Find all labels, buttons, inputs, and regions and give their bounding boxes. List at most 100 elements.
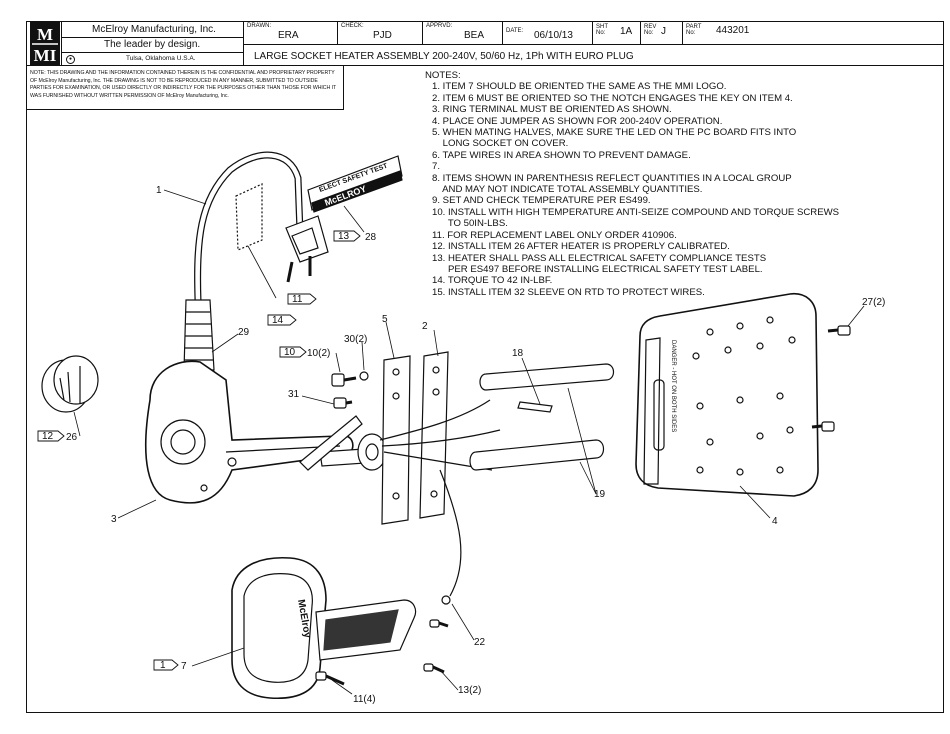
callout-10: 10(2) xyxy=(307,348,330,359)
callout-26: 26 xyxy=(66,432,78,443)
ring-terminal xyxy=(441,595,451,605)
part-cell xyxy=(683,21,944,45)
callout-27: 27(2) xyxy=(862,297,885,308)
rev-cell xyxy=(641,21,683,45)
sht-cell xyxy=(593,21,641,45)
notice-cell xyxy=(26,66,344,110)
drawn-label: DRAWN: xyxy=(247,23,272,29)
tape-area xyxy=(235,183,263,251)
bracket-2 xyxy=(419,351,449,519)
divider xyxy=(62,37,244,38)
company-name: McElroy Manufacturing, Inc. xyxy=(92,24,216,35)
strain-relief xyxy=(183,299,215,371)
note-line: 14. TORQUE TO 42 IN-LBF. xyxy=(432,275,553,287)
apprvd-label: APPRVD: xyxy=(426,23,453,29)
note-line: PER ES497 BEFORE INSTALLING ELECTRICAL S… xyxy=(432,263,763,275)
flag-10: 10 xyxy=(284,347,296,358)
note-line: 15. INSTALL ITEM 32 SLEEVE ON RTD TO PRO… xyxy=(432,286,705,298)
apprvd-cell xyxy=(423,21,503,45)
euro-plug xyxy=(285,215,329,283)
note-line: TO 50IN-LBS. xyxy=(432,218,508,230)
date-value: 06/10/13 xyxy=(534,30,573,41)
note-line: 13. HEATER SHALL PASS ALL ELECTRICAL SAF… xyxy=(432,252,767,264)
note-line: 10. INSTALL WITH HIGH TEMPERATURE ANTI-S… xyxy=(432,206,840,218)
confidentiality-notice: NOTE: THIS DRAWING AND THE INFORMATION C… xyxy=(30,70,336,99)
drawing-border xyxy=(26,21,944,713)
plate-text: DANGER - HOT ON BOTH SIDES xyxy=(670,340,676,432)
heater-rods xyxy=(469,363,615,471)
note-line: 7. xyxy=(432,161,441,173)
callout-7: 7 xyxy=(181,661,187,672)
part-value: 443201 xyxy=(716,25,750,36)
company-location: Tulsa, Oklahoma U.S.A. xyxy=(126,55,196,62)
note-line: 4. PLACE ONE JUMPER AS SHOWN FOR 200-240… xyxy=(432,115,723,127)
note-line: 8. ITEMS SHOWN IN PARENTHESIS REFLECT QU… xyxy=(432,172,792,184)
title-cell xyxy=(244,45,944,66)
callout-31: 31 xyxy=(288,389,300,400)
note-line: 6. TAPE WIRES IN AREA SHOWN TO PREVENT D… xyxy=(432,149,691,161)
note-line: LONG SOCKET ON COVER. xyxy=(432,138,569,150)
sht-label: SHT No: xyxy=(596,24,608,36)
sht-value: 1A xyxy=(620,26,633,37)
callout-5: 5 xyxy=(382,314,388,325)
bracket-5 xyxy=(381,355,411,525)
flag-13: 13 xyxy=(338,231,350,242)
screw-13 xyxy=(423,619,449,674)
callout-1: 1 xyxy=(156,185,162,196)
callout-22: 22 xyxy=(474,637,486,648)
flag-11: 11 xyxy=(292,294,303,305)
screw-11 xyxy=(315,671,345,686)
callout-30: 30(2) xyxy=(344,334,367,345)
check-cell xyxy=(338,21,423,45)
power-cord xyxy=(194,151,304,301)
notes-heading: NOTES: xyxy=(425,70,461,81)
heater-plate: DANGER - HOT ON BOTH SIDES xyxy=(635,292,819,497)
drawn-value: ERA xyxy=(278,30,299,41)
callout-19: 19 xyxy=(594,489,606,500)
company-tagline: The leader by design. xyxy=(104,39,201,50)
note-line: 2. ITEM 6 MUST BE ORIENTED SO THE NOTCH … xyxy=(432,92,793,104)
note-flags xyxy=(37,230,361,671)
screw-27 xyxy=(811,325,851,432)
handle-cover: McElroy xyxy=(231,556,417,700)
note-line: 9. SET AND CHECK TEMPERATURE PER ES499. xyxy=(432,195,651,207)
divider xyxy=(62,52,244,53)
part-label: PART No: xyxy=(686,24,702,36)
svg-text:MI: MI xyxy=(34,46,57,65)
rev-value: J xyxy=(661,26,666,37)
flag-12: 12 xyxy=(42,431,54,442)
date-label: DATE: xyxy=(506,28,524,34)
flag-14: 14 xyxy=(272,315,284,326)
date-cell xyxy=(503,21,593,45)
callout-13: 13(2) xyxy=(458,685,481,696)
drawn-cell xyxy=(244,21,338,45)
notes-block: NOTES: 1. ITEM 7 SHOULD BE ORIENTED THE … xyxy=(425,70,839,298)
check-label: CHECK: xyxy=(341,23,364,29)
note-line: 1. ITEM 7 SHOULD BE ORIENTED THE SAME AS… xyxy=(432,81,727,93)
note-line: AND MAY NOT INDICATE TOTAL ASSEMBLY QUAN… xyxy=(432,184,703,196)
drawing-title: LARGE SOCKET HEATER ASSEMBLY 200-240V, 5… xyxy=(254,51,634,62)
note-line: 3. RING TERMINAL MUST BE ORIENTED AS SHO… xyxy=(432,104,672,116)
handle-body xyxy=(144,360,354,504)
note-line: 11. FOR REPLACEMENT LABEL ONLY ORDER 410… xyxy=(432,229,677,241)
callout-3: 3 xyxy=(111,514,117,525)
callout-4: 4 xyxy=(772,516,778,527)
mmi-logo: M MI xyxy=(30,22,60,66)
apprvd-value: BEA xyxy=(464,30,485,41)
check-value: PJD xyxy=(373,30,392,41)
leader-lines xyxy=(73,189,865,695)
registered-mark-icon: ● xyxy=(66,55,75,64)
callout-29: 29 xyxy=(238,327,250,338)
note-line: 12. INSTALL ITEM 26 AFTER HEATER IS PROP… xyxy=(432,241,730,253)
svg-text:M: M xyxy=(37,25,53,44)
ground-wire xyxy=(439,469,462,597)
callout-2: 2 xyxy=(422,321,428,332)
screw-31 xyxy=(333,397,353,409)
safety-test-label: ELECT SAFETY TEST McELROY xyxy=(307,155,403,213)
company-cell xyxy=(62,21,244,66)
callout-11: 11(4) xyxy=(353,694,376,705)
callout-18: 18 xyxy=(512,348,524,359)
note-line: 5. WHEN MATING HALVES, MAKE SURE THE LED… xyxy=(432,127,797,139)
callout-28: 28 xyxy=(365,232,377,243)
